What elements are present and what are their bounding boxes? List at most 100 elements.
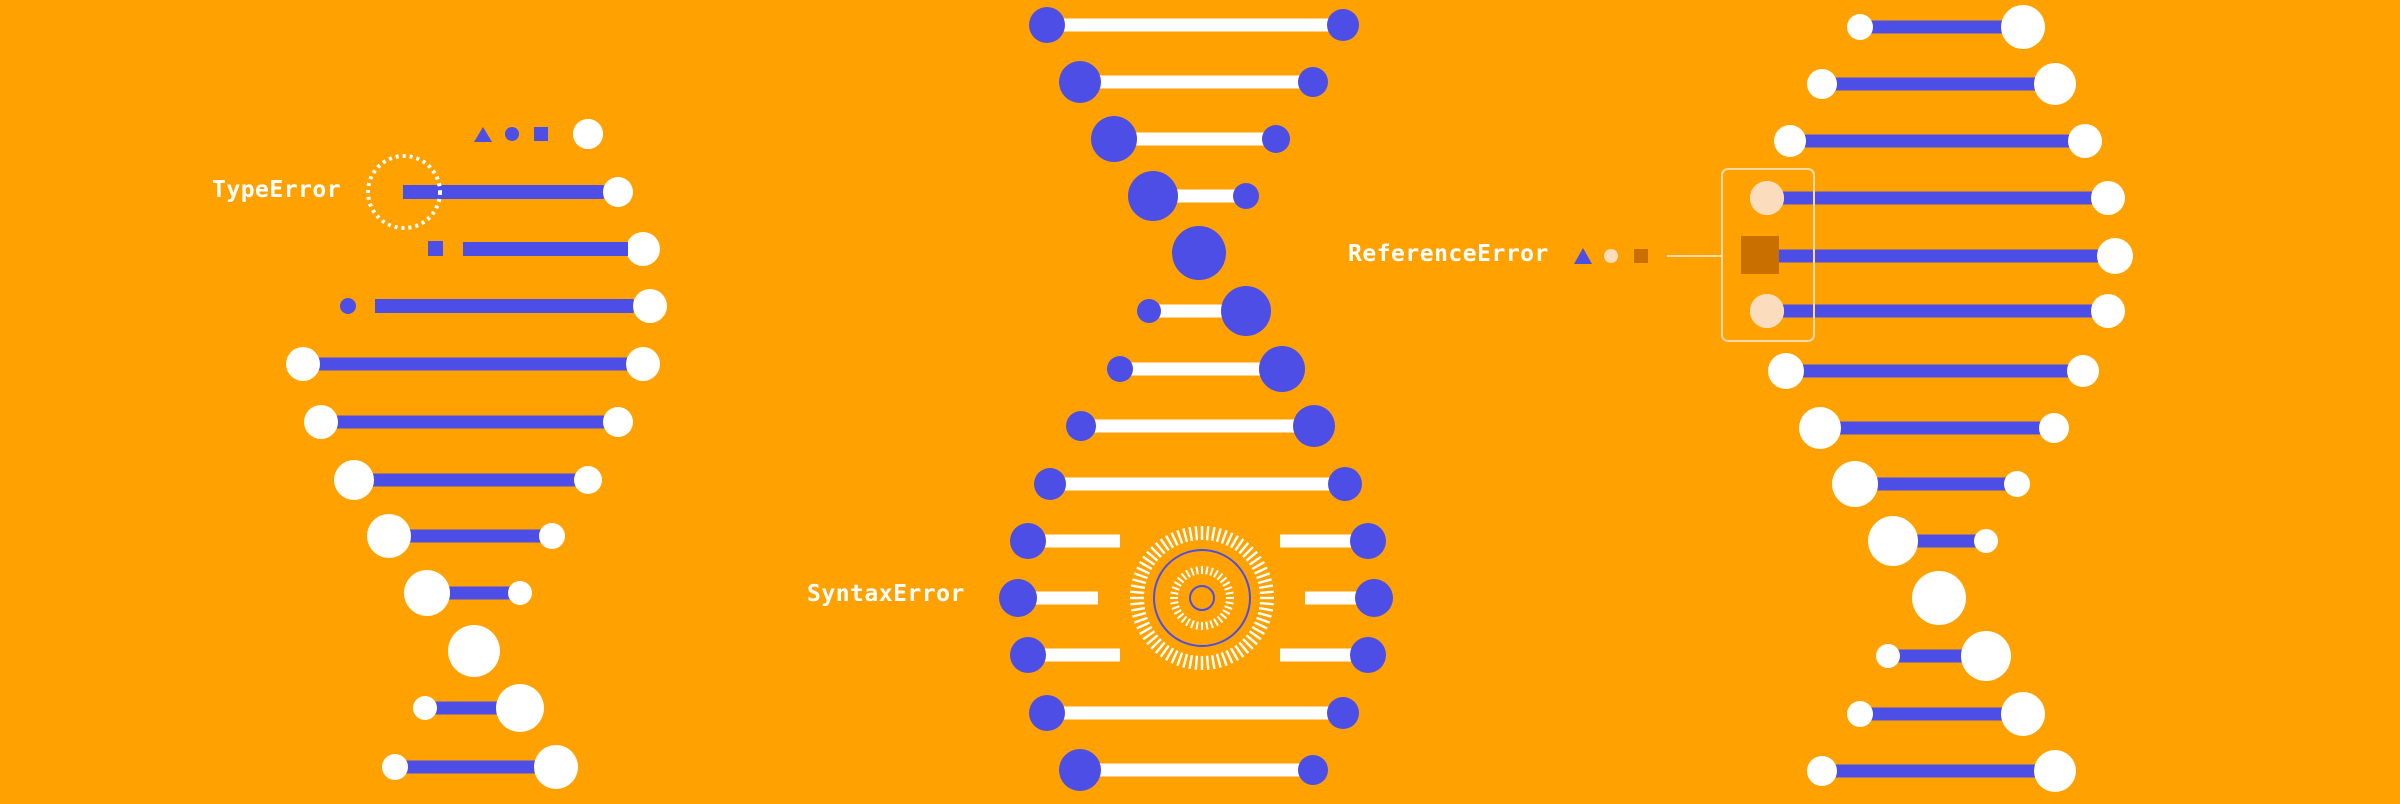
ray [1194, 655, 1199, 670]
left-rung-10-node-left [382, 754, 408, 780]
inner-ray [1205, 621, 1209, 630]
left-rung-6-node-left [334, 460, 374, 500]
middle-rung-2-node-left [1091, 116, 1137, 162]
middle-rung-7-node-left [1034, 468, 1066, 500]
ray [1159, 644, 1170, 658]
right-rung-8-node-right [2004, 471, 2030, 497]
ray [1225, 532, 1234, 546]
inner-ray [1171, 605, 1180, 610]
syntax-rung-2-right-node [1350, 637, 1386, 673]
left-rung-9-node-left [413, 696, 437, 720]
ray [1150, 546, 1162, 558]
middle-rung-5-node-left [1107, 356, 1133, 382]
ray [1132, 611, 1147, 618]
ray [1146, 550, 1159, 562]
syntax-target-rays [1130, 526, 1274, 670]
ray [1176, 529, 1184, 544]
right-rung-3-node-right [2091, 181, 2125, 215]
inner-ray [1222, 609, 1231, 615]
inner-ray [1170, 601, 1179, 605]
inner-ray [1224, 586, 1233, 591]
middle-rung-8-node-right [1327, 697, 1359, 729]
middle-rung-2-node-right [1262, 125, 1290, 153]
ray [1210, 526, 1216, 542]
inner-ray [1205, 566, 1209, 575]
inner-ray [1173, 609, 1182, 615]
ray [1256, 572, 1271, 580]
ray [1210, 654, 1216, 670]
middle-rung-4-node-left [1137, 299, 1161, 323]
inner-ray [1173, 581, 1182, 587]
ray [1176, 652, 1184, 667]
middle-rung-4-node-right [1221, 286, 1271, 336]
inner-ray [1195, 566, 1199, 575]
ray [1146, 634, 1159, 646]
right-center-node [1912, 571, 1966, 625]
inner-ray [1176, 576, 1185, 584]
right-rung-1-node-left [1807, 69, 1837, 99]
ray [1170, 532, 1179, 546]
middle-rung-6-node-left [1066, 411, 1096, 441]
inner-ray [1185, 569, 1191, 578]
ray [1229, 535, 1240, 549]
ray [1164, 535, 1175, 549]
left-rung-6-node-right [574, 466, 602, 494]
ray [1150, 638, 1162, 650]
right-rung-6-node-left [1768, 353, 1804, 389]
ray [1251, 560, 1265, 571]
right-rung-8-node-left [1832, 461, 1878, 507]
ray [1182, 528, 1189, 543]
ray [1242, 546, 1254, 558]
ray [1245, 550, 1258, 562]
ray [1136, 621, 1150, 630]
right-rung-0-node-right [2001, 5, 2045, 49]
ray [1238, 542, 1250, 555]
square-icon [534, 127, 548, 141]
ray [1142, 555, 1156, 566]
type-error-label: TypeError [212, 177, 342, 203]
middle-rung-9-node-left [1059, 749, 1101, 791]
inner-ray [1224, 605, 1233, 610]
right-rung-0-node-left [1847, 14, 1873, 40]
ray [1139, 560, 1153, 571]
ray [1215, 653, 1222, 668]
left-rung-5-node-right [603, 407, 633, 437]
ray [1132, 578, 1147, 585]
ray [1130, 590, 1145, 595]
inner-ray [1176, 612, 1185, 620]
triangle-icon [474, 127, 492, 142]
syntax-rung-1-right-node [1355, 579, 1393, 617]
syntax-rung-0-right-node [1350, 523, 1386, 559]
ray [1257, 611, 1272, 618]
reference-node-top [1750, 181, 1784, 215]
triangle-icon [1574, 248, 1592, 264]
inner-ray [1185, 618, 1191, 627]
inner-ray [1213, 569, 1219, 578]
ray [1229, 647, 1240, 661]
middle-rung-0-node-right [1327, 9, 1359, 41]
left-center-node [448, 625, 500, 677]
left-rung-4-node-right [626, 347, 660, 381]
inner-ray [1209, 567, 1214, 576]
syntax-target-inner-rays [1170, 566, 1234, 630]
left-rung-4-node-left [286, 347, 320, 381]
inner-ray [1225, 601, 1234, 605]
ray [1188, 654, 1194, 670]
right-rung-10-node-left [1876, 644, 1900, 668]
ray [1159, 538, 1170, 552]
reference-error-label: ReferenceError [1348, 241, 1549, 267]
right-rung-5-node-right [2091, 294, 2125, 328]
inner-ray [1180, 615, 1188, 624]
ray [1234, 538, 1245, 552]
left-rung-5-node-left [304, 405, 338, 439]
ray [1130, 606, 1146, 612]
ray [1142, 630, 1156, 641]
left-rung-10-node-right [534, 745, 578, 789]
syntax-target-core [1189, 585, 1215, 611]
right-rung-10-node-right [1961, 631, 2011, 681]
ray [1194, 526, 1199, 541]
middle-rung-7-node-right [1328, 467, 1362, 501]
left-top-node [573, 119, 603, 149]
inner-ray [1171, 586, 1180, 591]
